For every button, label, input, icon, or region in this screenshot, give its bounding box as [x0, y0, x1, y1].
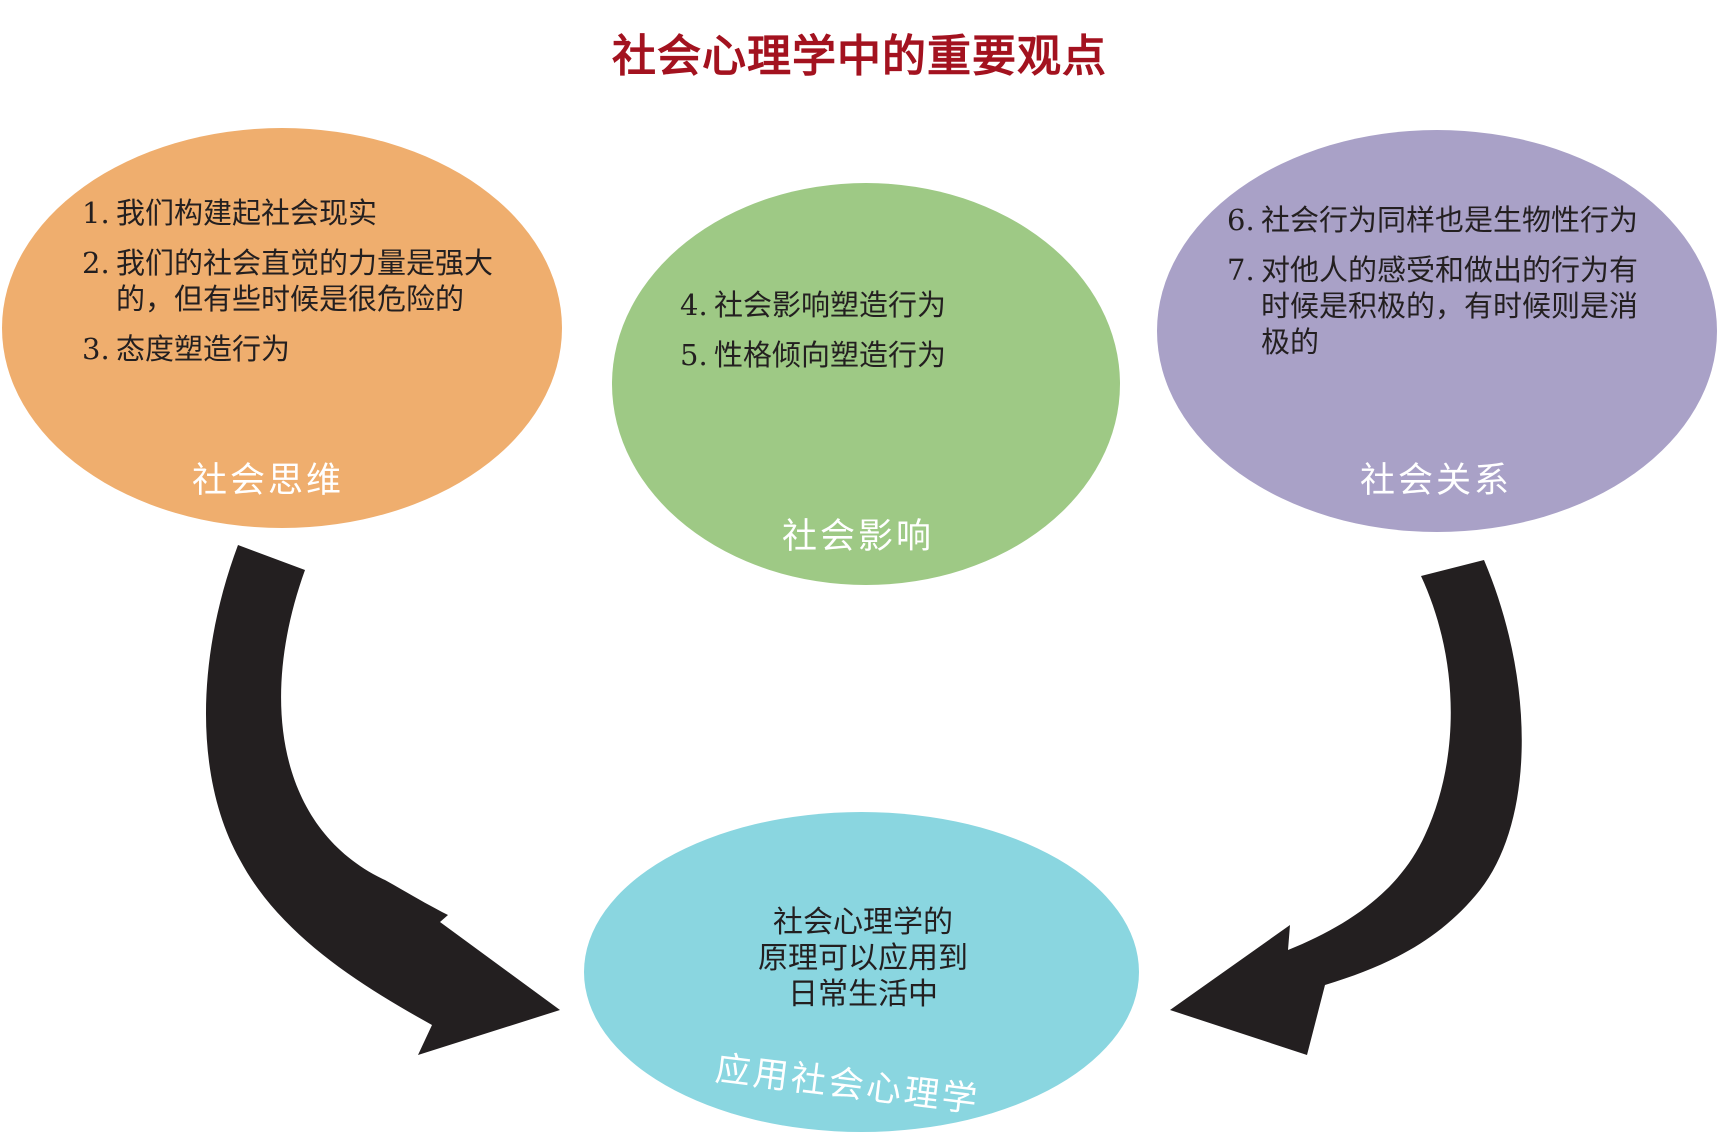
social-relations-list: 6. 社会行为同样也是生物性行为 7. 对他人的感受和做出的行为有时候是积极的，…	[1227, 202, 1657, 374]
applying-description: 社会心理学的 原理可以应用到 日常生活中	[758, 905, 968, 1012]
list-item: 2. 我们的社会直觉的力量是强大的，但有些时候是很危险的	[82, 246, 494, 316]
list-item: 6. 社会行为同样也是生物性行为	[1227, 203, 1639, 237]
applying-ellipse	[584, 812, 1139, 1132]
social-thinking-list: 1. 我们构建起社会现实 2. 我们的社会直觉的力量是强大的，但有些时候是很危险…	[82, 195, 512, 381]
list-item: 4. 社会影响塑造行为	[680, 288, 947, 322]
list-item: 5. 性格倾向塑造行为	[680, 338, 947, 372]
list-item: 7. 对他人的感受和做出的行为有时候是积极的，有时候则是消极的	[1227, 253, 1639, 359]
list-item: 1. 我们构建起社会现实	[82, 196, 378, 230]
social-influence-ellipse	[612, 183, 1120, 585]
right-curved-arrow	[1170, 560, 1522, 1055]
social-influence-label: 社会影响	[782, 517, 935, 557]
social-thinking-label: 社会思维	[192, 461, 345, 501]
social-thinking-ellipse	[2, 128, 562, 528]
diagram-title: 社会心理学中的重要观点	[612, 31, 1107, 82]
left-curved-arrow	[205, 545, 561, 1055]
list-item: 3. 态度塑造行为	[82, 332, 291, 366]
social-relations-label: 社会关系	[1360, 461, 1513, 501]
social-relations-ellipse	[1157, 130, 1717, 532]
social-influence-list: 4. 社会影响塑造行为 5. 性格倾向塑造行为	[680, 287, 1020, 387]
